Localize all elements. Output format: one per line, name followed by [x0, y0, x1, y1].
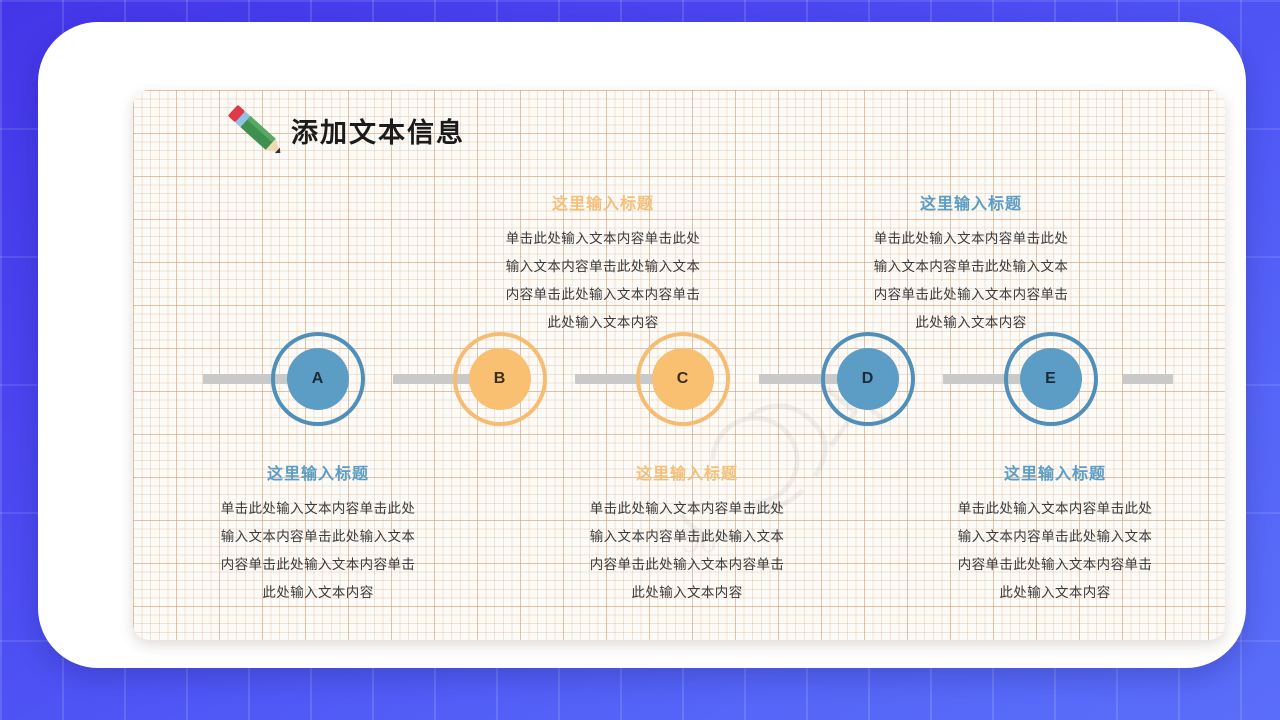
timeline-node-label: C	[652, 348, 714, 410]
timeline-axis	[203, 374, 1173, 384]
text-line: 输入文本内容单击此处输入文本	[505, 259, 701, 274]
text-line: 内容单击此处输入文本内容单击	[957, 557, 1153, 572]
timeline-node-label: E	[1020, 348, 1082, 410]
axis-segment	[203, 374, 313, 384]
text-line: 此处输入文本内容	[999, 585, 1111, 600]
text-line: 此处输入文本内容	[915, 315, 1027, 330]
axis-segment	[943, 374, 1043, 384]
text-line: 单击此处输入文本内容单击此处	[589, 501, 785, 516]
text-block-body: 单击此处输入文本内容单击此处 输入文本内容单击此处输入文本 内容单击此处输入文本…	[905, 495, 1205, 607]
text-block-title: 这里输入标题	[551, 196, 654, 213]
text-block-title: 这里输入标题	[266, 466, 369, 483]
grid-paper-panel: 90 添加文本信息	[133, 90, 1225, 640]
timeline-node-d[interactable]: D	[821, 332, 915, 426]
text-line: 内容单击此处输入文本内容单击	[505, 287, 701, 302]
text-block-top-1[interactable]: 这里输入标题 单击此处输入文本内容单击此处 输入文本内容单击此处输入文本 内容单…	[453, 190, 753, 337]
text-block-body: 单击此处输入文本内容单击此处 输入文本内容单击此处输入文本 内容单击此处输入文本…	[453, 225, 753, 337]
axis-segment	[393, 374, 493, 384]
text-block-bottom-3[interactable]: 这里输入标题 单击此处输入文本内容单击此处 输入文本内容单击此处输入文本 内容单…	[905, 460, 1205, 607]
text-block-body: 单击此处输入文本内容单击此处 输入文本内容单击此处输入文本 内容单击此处输入文本…	[821, 225, 1121, 337]
text-block-title: 这里输入标题	[919, 196, 1022, 213]
timeline-node-label: D	[837, 348, 899, 410]
axis-segment	[759, 374, 859, 384]
timeline-node-a[interactable]: A	[271, 332, 365, 426]
text-line: 输入文本内容单击此处输入文本	[220, 529, 416, 544]
timeline-node-label: A	[287, 348, 349, 410]
axis-segment	[575, 374, 675, 384]
text-line: 此处输入文本内容	[631, 585, 743, 600]
text-block-body: 单击此处输入文本内容单击此处 输入文本内容单击此处输入文本 内容单击此处输入文本…	[168, 495, 468, 607]
text-block-title: 这里输入标题	[635, 466, 738, 483]
axis-segment	[1123, 374, 1173, 384]
text-block-title: 这里输入标题	[1003, 466, 1106, 483]
text-line: 单击此处输入文本内容单击此处	[220, 501, 416, 516]
text-line: 此处输入文本内容	[262, 585, 374, 600]
text-block-top-2[interactable]: 这里输入标题 单击此处输入文本内容单击此处 输入文本内容单击此处输入文本 内容单…	[821, 190, 1121, 337]
page-title: 添加文本信息	[291, 118, 465, 148]
text-line: 单击此处输入文本内容单击此处	[957, 501, 1153, 516]
text-line: 内容单击此处输入文本内容单击	[220, 557, 416, 572]
text-block-body: 单击此处输入文本内容单击此处 输入文本内容单击此处输入文本 内容单击此处输入文本…	[537, 495, 837, 607]
slide-card: 90 添加文本信息	[38, 22, 1246, 668]
text-line: 输入文本内容单击此处输入文本	[957, 529, 1153, 544]
timeline-node-b[interactable]: B	[453, 332, 547, 426]
title-row: 添加文本信息	[211, 105, 465, 154]
timeline-node-c[interactable]: C	[636, 332, 730, 426]
text-line: 单击此处输入文本内容单击此处	[505, 231, 701, 246]
text-block-bottom-2[interactable]: 这里输入标题 单击此处输入文本内容单击此处 输入文本内容单击此处输入文本 内容单…	[537, 460, 837, 607]
text-line: 内容单击此处输入文本内容单击	[589, 557, 785, 572]
text-line: 输入文本内容单击此处输入文本	[873, 259, 1069, 274]
timeline-node-label: B	[469, 348, 531, 410]
text-line: 此处输入文本内容	[547, 315, 659, 330]
text-line: 内容单击此处输入文本内容单击	[873, 287, 1069, 302]
text-block-bottom-1[interactable]: 这里输入标题 单击此处输入文本内容单击此处 输入文本内容单击此处输入文本 内容单…	[168, 460, 468, 607]
timeline-node-e[interactable]: E	[1004, 332, 1098, 426]
pencil-icon	[228, 105, 281, 154]
text-line: 单击此处输入文本内容单击此处	[873, 231, 1069, 246]
text-line: 输入文本内容单击此处输入文本	[589, 529, 785, 544]
